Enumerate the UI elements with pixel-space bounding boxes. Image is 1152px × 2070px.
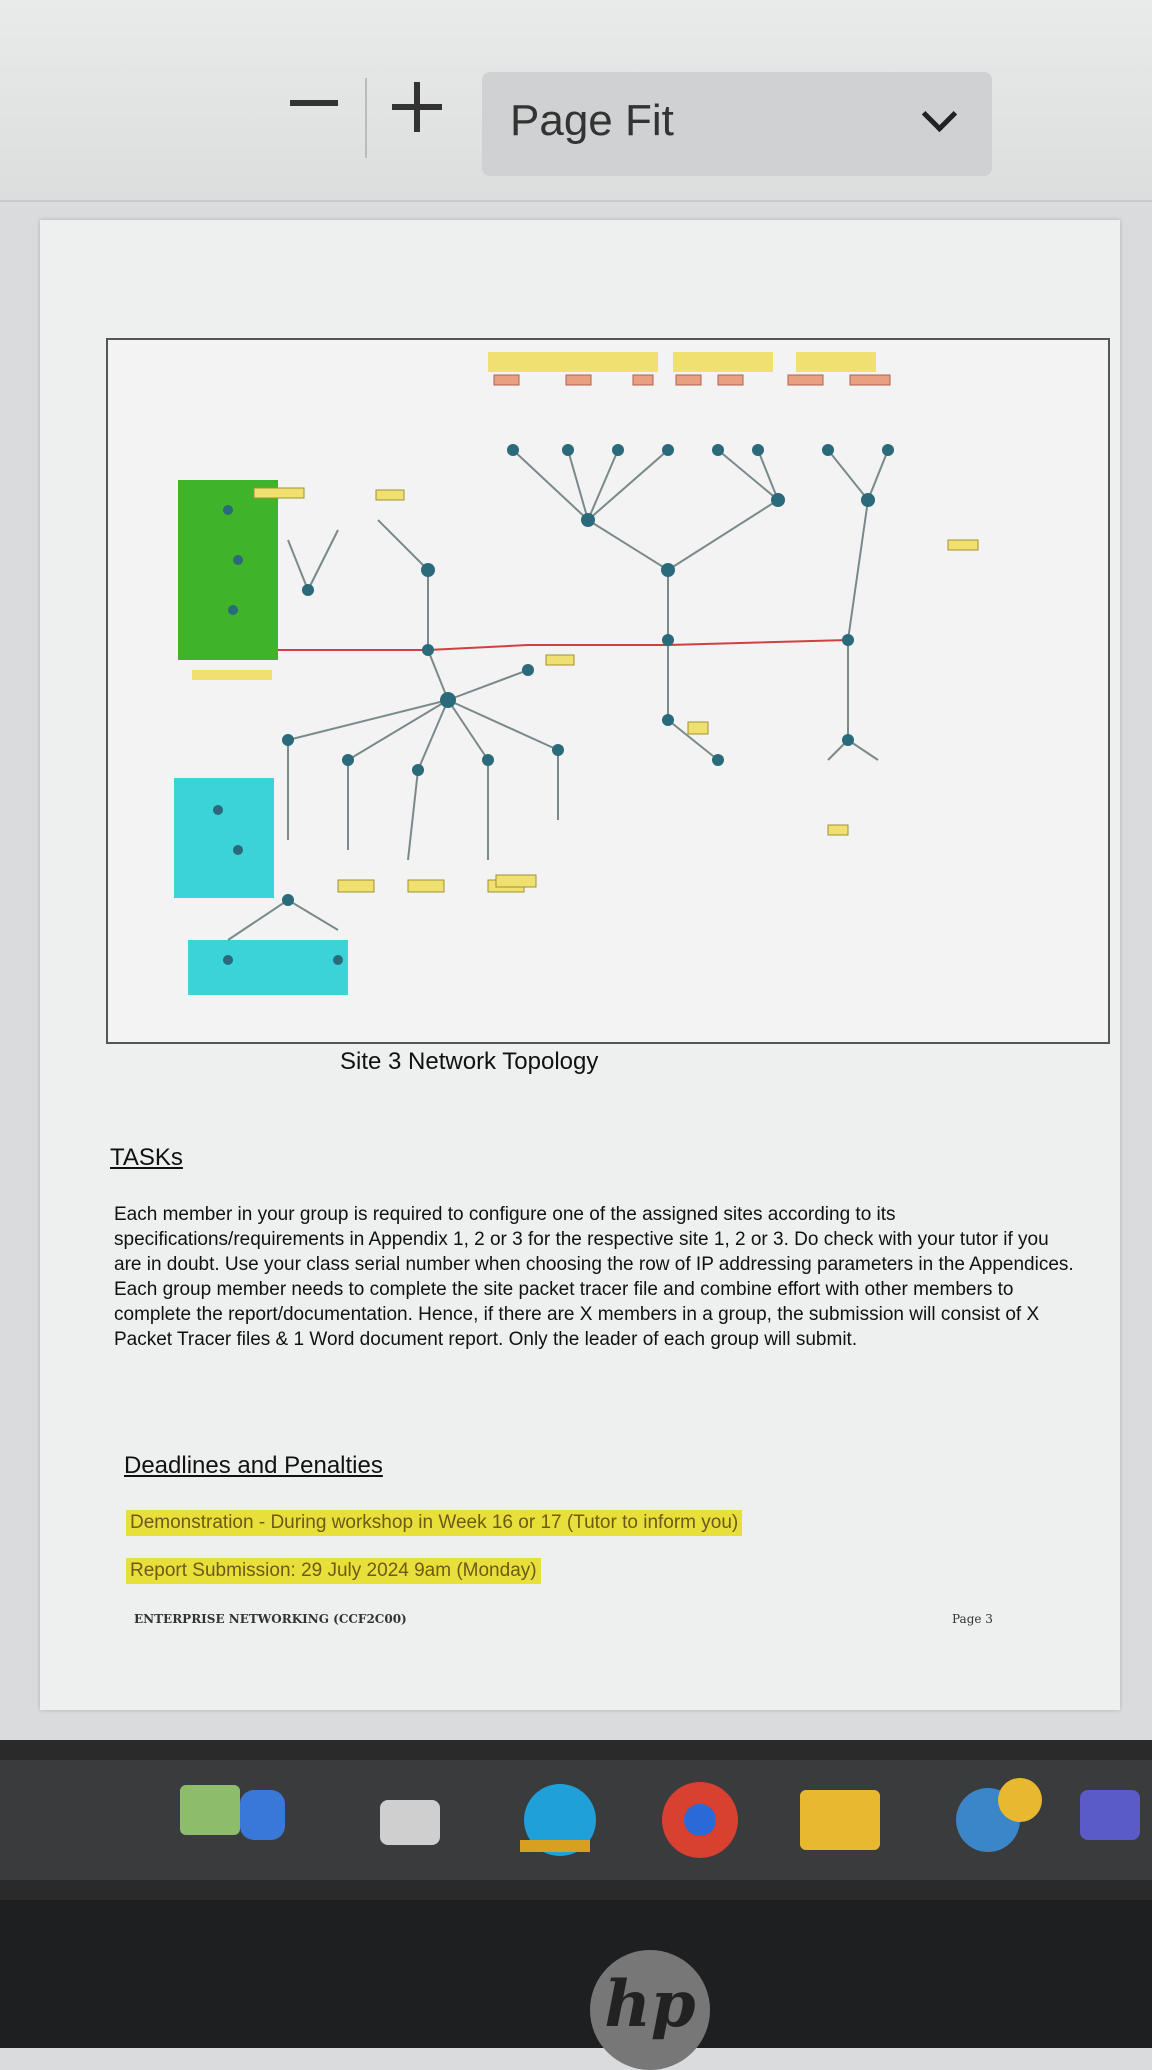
toolbar-separator xyxy=(365,78,367,158)
help-icon[interactable] xyxy=(956,1778,1042,1852)
tasks-body: Each member in your group is required to… xyxy=(114,1202,1076,1352)
zoom-value: Page Fit xyxy=(510,96,674,145)
document-page: Site 3 Network Topology TASKs Each membe… xyxy=(40,220,1120,1710)
laptop-bezel xyxy=(0,1900,1152,2048)
site-cyan-area-2 xyxy=(188,940,348,995)
top-label-3 xyxy=(796,352,876,372)
app-icon[interactable] xyxy=(380,1800,440,1845)
taskbar xyxy=(0,1740,1152,1900)
viewer-toolbar: Page Fit xyxy=(0,0,1152,202)
teams-icon[interactable] xyxy=(1080,1790,1140,1840)
hp-logo-icon: hp xyxy=(590,1950,710,2070)
network-topology-figure xyxy=(106,338,1110,1044)
tasks-paragraph-2: Each group member needs to complete the … xyxy=(114,1279,1040,1350)
taskbar-inner xyxy=(0,1760,1152,1880)
wan-link xyxy=(278,639,849,651)
top-label-1 xyxy=(488,352,658,372)
site-cyan-area-1 xyxy=(174,778,274,898)
deadline-report: Report Submission: 29 July 2024 9am (Mon… xyxy=(126,1558,541,1584)
taskbar-icons xyxy=(180,1778,1140,1858)
edge-icon[interactable] xyxy=(520,1784,596,1856)
file-explorer-icon[interactable] xyxy=(800,1790,880,1850)
deadline-demo: Demonstration - During workshop in Week … xyxy=(126,1510,743,1536)
zoom-out-button[interactable] xyxy=(290,100,338,106)
chevron-down-icon xyxy=(921,96,958,133)
top-label-2 xyxy=(673,352,773,372)
footer-page-number: Page 3 xyxy=(952,1612,993,1626)
tasks-heading: TASKs xyxy=(110,1144,183,1171)
tasks-paragraph-1: Each member in your group is required to… xyxy=(114,1204,1074,1275)
chrome-icon[interactable] xyxy=(662,1782,738,1858)
footer-course: ENTERPRISE NETWORKING (CCF2C00) xyxy=(134,1612,407,1626)
notepad-icon[interactable] xyxy=(180,1785,285,1840)
topology-diagram xyxy=(174,352,979,995)
zoom-dropdown[interactable]: Page Fit xyxy=(482,72,992,176)
deadlines-heading: Deadlines and Penalties xyxy=(124,1452,383,1479)
zoom-in-button[interactable] xyxy=(392,82,442,132)
figure-caption: Site 3 Network Topology xyxy=(340,1048,599,1075)
